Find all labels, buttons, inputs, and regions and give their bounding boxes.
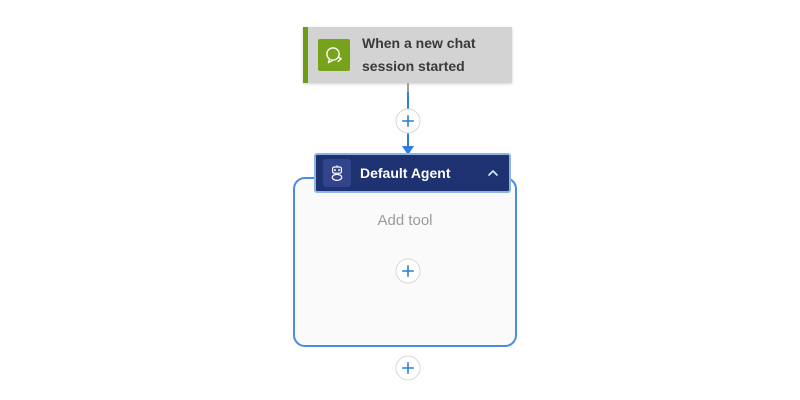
plus-icon — [395, 355, 421, 381]
connector-arrowhead — [402, 146, 414, 155]
add-tool-label: Add tool — [377, 212, 433, 229]
chat-bubbles-icon — [318, 39, 350, 71]
add-tool-button[interactable] — [395, 258, 421, 284]
connector-stub — [407, 83, 409, 92]
trigger-title: When a new chat session started — [362, 35, 476, 74]
chevron-up-icon[interactable] — [486, 166, 500, 180]
agent-title: Default Agent — [360, 165, 451, 181]
add-action-button[interactable] — [395, 355, 421, 381]
agent-card[interactable]: Default Agent — [314, 153, 511, 193]
plus-icon — [395, 108, 421, 134]
bot-icon — [323, 159, 351, 187]
plus-icon — [395, 258, 421, 284]
insert-action-button[interactable] — [395, 108, 421, 134]
trigger-card[interactable]: When a new chat session started — [303, 27, 512, 83]
